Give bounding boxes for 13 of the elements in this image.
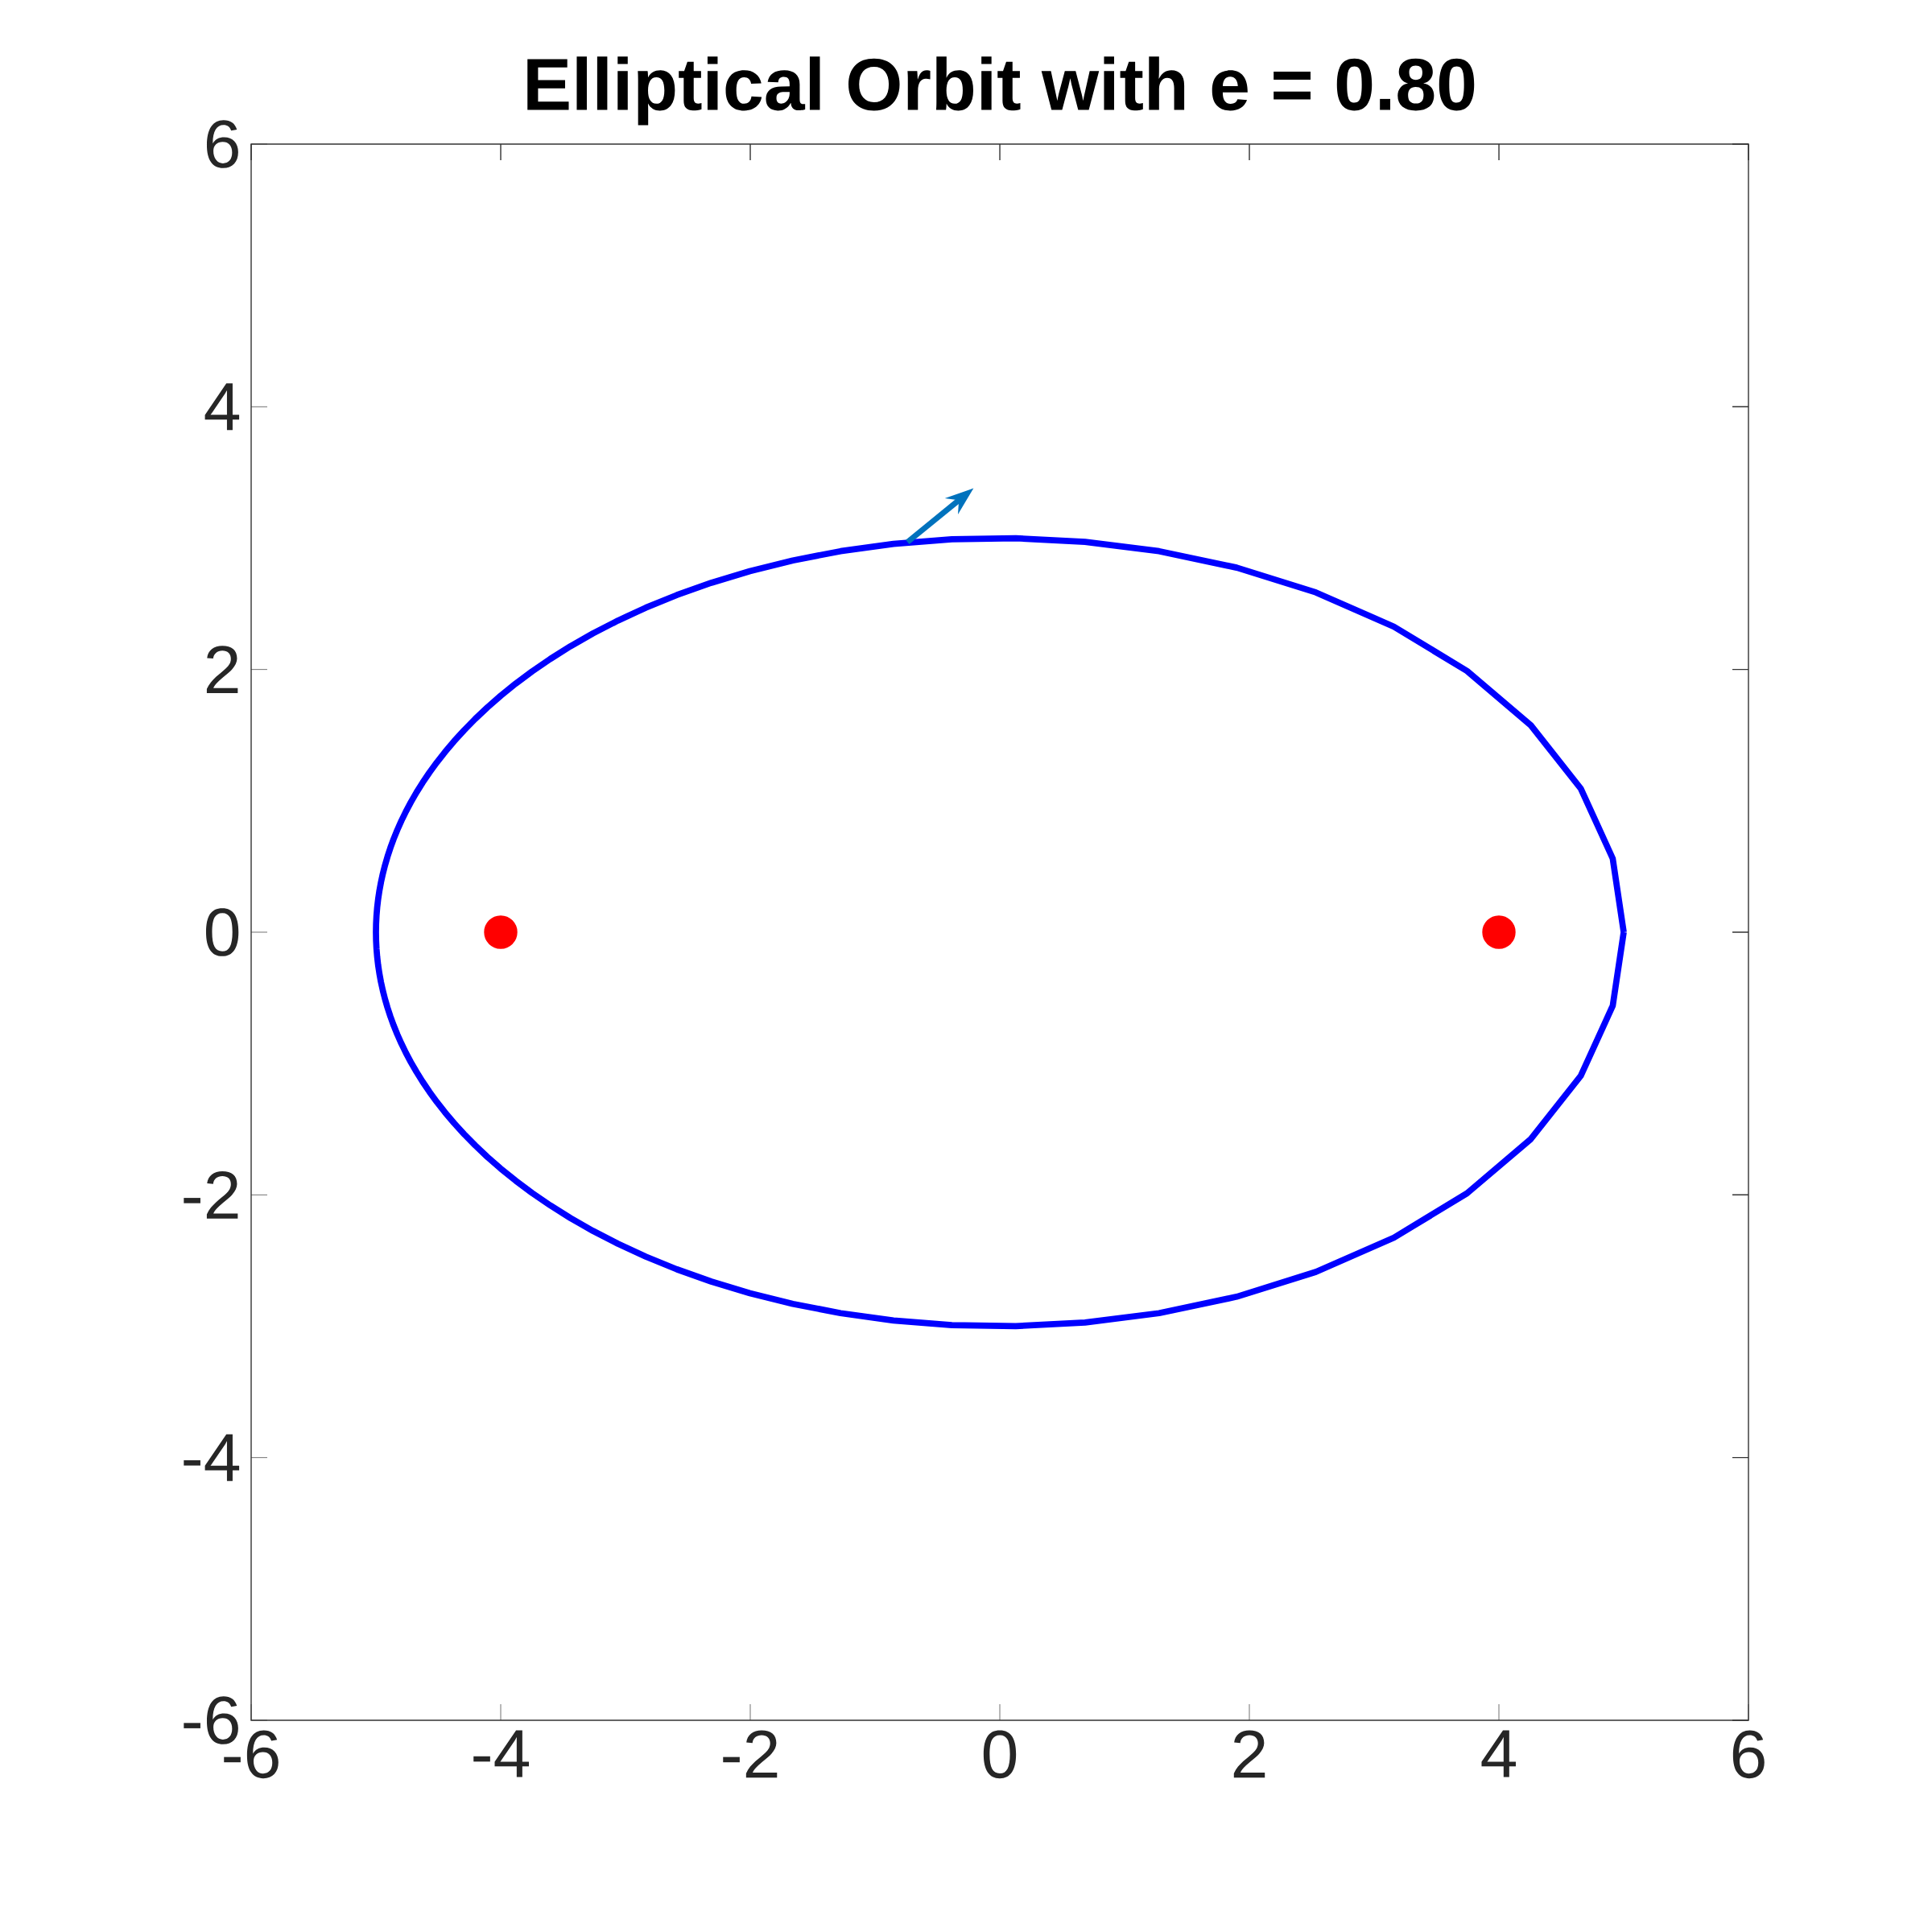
y-tick-label: 0 bbox=[205, 908, 239, 956]
x-tick-label: 0 bbox=[983, 1730, 1017, 1779]
y-tick-label: -4 bbox=[184, 1434, 240, 1481]
y-tick-label: 2 bbox=[206, 646, 238, 694]
x-tick-label: 2 bbox=[1233, 1730, 1265, 1778]
x-tick-label: -2 bbox=[723, 1730, 778, 1778]
x-tick-label: -4 bbox=[473, 1730, 530, 1777]
y-tick-label: 4 bbox=[204, 383, 240, 431]
x-tick-label: 4 bbox=[1481, 1730, 1516, 1777]
y-tick-label: -2 bbox=[184, 1170, 238, 1219]
chart-title: Elliptical Orbit with e = 0.80 bbox=[527, 56, 1475, 126]
y-tick-label: 6 bbox=[206, 120, 238, 168]
x-tick-label: 6 bbox=[1732, 1730, 1765, 1779]
